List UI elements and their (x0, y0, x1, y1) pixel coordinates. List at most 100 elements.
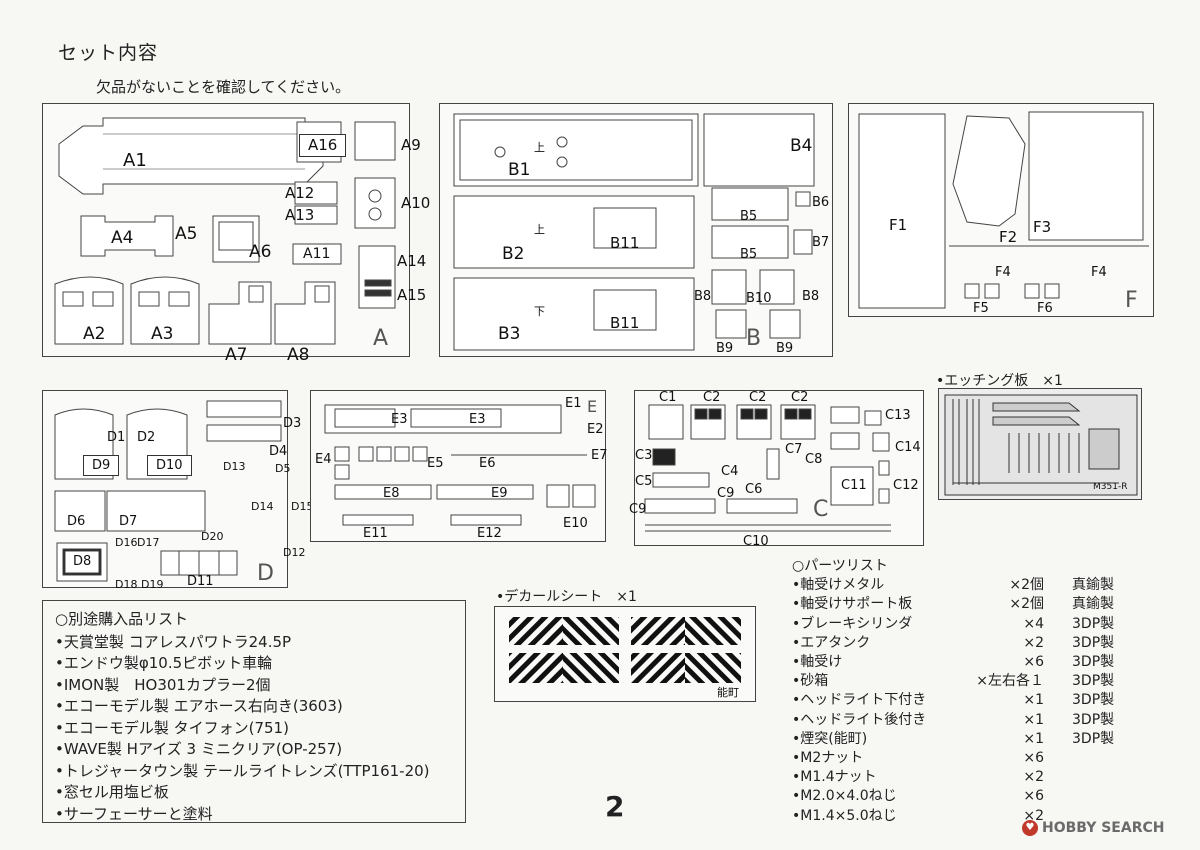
sprue-sheet-c: C1 C2 C2 C2 C13 C14 C3 C7 C8 C4 C11 C5 C… (629, 390, 924, 548)
part-label-a9: A9 (401, 136, 421, 154)
part-label-a7: A7 (225, 345, 248, 365)
part-qty: ×6 (1023, 750, 1044, 767)
kanji-up-b2: 上 (534, 223, 545, 236)
part-label-c8: C8 (805, 452, 823, 467)
part-name: •軸受けメタル (792, 577, 885, 594)
part-label-d11: D11 (187, 574, 214, 589)
part-label-a16: A16 (299, 134, 347, 157)
part-qty: ×1 (1023, 711, 1044, 728)
part-name: •M2ナット (792, 750, 864, 767)
parts-row: •M2ナット ×6 (792, 749, 1152, 768)
part-label-d20: D20 (201, 530, 224, 543)
part-name: •M2.0×4.0ねじ (792, 788, 897, 805)
part-name: •軸受け (792, 654, 843, 671)
part-qty: ×2 (1023, 807, 1044, 824)
part-qty: ×6 (1023, 654, 1044, 671)
part-label-d10: D10 (147, 455, 192, 476)
part-label-b9-right: B9 (776, 341, 794, 356)
part-label-c11: C11 (841, 478, 867, 493)
part-label-f3: F3 (1033, 218, 1052, 236)
part-label-d14: D14 (251, 500, 274, 513)
part-label-c14: C14 (895, 440, 921, 455)
part-label-e6: E6 (479, 456, 496, 471)
decal-title: •デカールシート ×1 (496, 589, 637, 605)
kanji-up-b1: 上 (534, 141, 545, 154)
part-label-b8-left: B8 (694, 289, 712, 304)
part-qty: ×1 (1023, 692, 1044, 709)
part-label-a8: A8 (287, 345, 310, 365)
page-number: 2 (605, 790, 625, 823)
part-label-a14: A14 (397, 252, 427, 270)
part-qty: ×2 (1023, 769, 1044, 786)
decal-mark: 能町 (717, 686, 739, 699)
part-material: 真鍮製 (1072, 596, 1114, 613)
sprue-sheet-a: A1 A16 A9 A12 A13 A10 A4 A5 A6 A11 A14 A… (42, 103, 430, 364)
sheet-letter-a: A (373, 326, 389, 351)
parts-row: •ヘッドライト下付き ×1 3DP製 (792, 691, 1152, 710)
sheet-e-drawing (324, 404, 596, 526)
separate-purchase-list: ○別途購入品リスト •天賞堂製 コアレスパワトラ24.5P •エンドウ製φ10.… (42, 600, 466, 823)
part-label-b5-top: B5 (740, 209, 758, 224)
part-label-b9-left: B9 (716, 341, 734, 356)
part-label-d12: D12 (283, 546, 306, 559)
watermark-logo: ♥ HOBBY SEARCH (1022, 820, 1164, 836)
part-name: •ヘッドライト下付き (792, 692, 927, 709)
part-label-b10: B10 (746, 291, 772, 306)
part-label-d8: D8 (73, 554, 92, 569)
parts-list: ○パーツリスト •軸受けメタル×2個真鍮製 •軸受けサポート板×2個真鍮製 •ブ… (792, 557, 1152, 826)
part-label-d3: D3 (283, 416, 302, 431)
part-label-e10: E10 (563, 516, 588, 531)
part-qty: ×2個 (1009, 596, 1044, 613)
parts-list-title: ○パーツリスト (792, 558, 888, 574)
part-label-a5: A5 (175, 224, 198, 244)
part-label-b2: B2 (502, 244, 525, 264)
parts-row: •軸受けメタル×2個真鍮製 (792, 576, 1152, 595)
part-label-e5: E5 (427, 456, 444, 471)
list-item: •エコーモデル製 エアホース右向き(3603) (55, 697, 343, 715)
part-material: 3DP製 (1072, 634, 1115, 651)
sheet-b-drawing (453, 113, 815, 351)
parts-row: •M1.4ナット×2 (792, 768, 1152, 787)
part-label-a10: A10 (401, 194, 431, 212)
part-label-f5: F5 (973, 301, 989, 316)
part-label-f1: F1 (889, 216, 908, 234)
part-label-c5: C5 (635, 474, 653, 489)
part-name: •砂箱 (792, 673, 829, 690)
part-label-f2: F2 (999, 228, 1018, 246)
part-label-c7: C7 (785, 442, 803, 457)
list-item: •サーフェーサーと塗料 (55, 804, 213, 823)
part-label-c12: C12 (893, 478, 919, 493)
list-item: •WAVE製 Hアイズ 3 ミニクリア(OP-257) (55, 740, 343, 758)
part-label-f4-left: F4 (995, 265, 1011, 280)
part-label-d19: D19 (141, 578, 164, 591)
part-label-e3-right: E3 (469, 412, 486, 427)
part-label-d4: D4 (269, 444, 288, 459)
part-label-a2: A2 (83, 324, 106, 344)
part-label-c1: C1 (659, 390, 677, 405)
etching-drawing (944, 394, 1138, 496)
part-label-d5: D5 (275, 462, 291, 475)
part-label-e9: E9 (491, 486, 508, 501)
sheet-c-drawing (644, 404, 891, 532)
part-label-a11: A11 (303, 246, 331, 262)
sheet-a-drawing (54, 117, 396, 345)
list-item: •トレジャータウン製 テールライトレンズ(TTP161-20) (55, 761, 430, 780)
part-label-a1: A1 (123, 150, 147, 171)
etching-code: M351-R (1093, 482, 1128, 492)
part-label-e1: E1 (565, 396, 582, 411)
part-label-d7: D7 (119, 514, 138, 529)
part-name: •ヘッドライト後付き (792, 711, 927, 728)
sheet-letter-d: D (257, 561, 274, 586)
part-material: 真鍮製 (1072, 577, 1114, 594)
part-label-d13: D13 (223, 460, 246, 473)
part-label-a4: A4 (111, 228, 134, 248)
decal-sheet: 能町 (494, 606, 756, 702)
part-label-d9: D9 (83, 455, 120, 476)
part-material: 3DP製 (1072, 673, 1115, 690)
part-material: 3DP製 (1072, 692, 1115, 709)
decal-drawing (509, 617, 741, 683)
part-label-b7: B7 (812, 235, 830, 250)
